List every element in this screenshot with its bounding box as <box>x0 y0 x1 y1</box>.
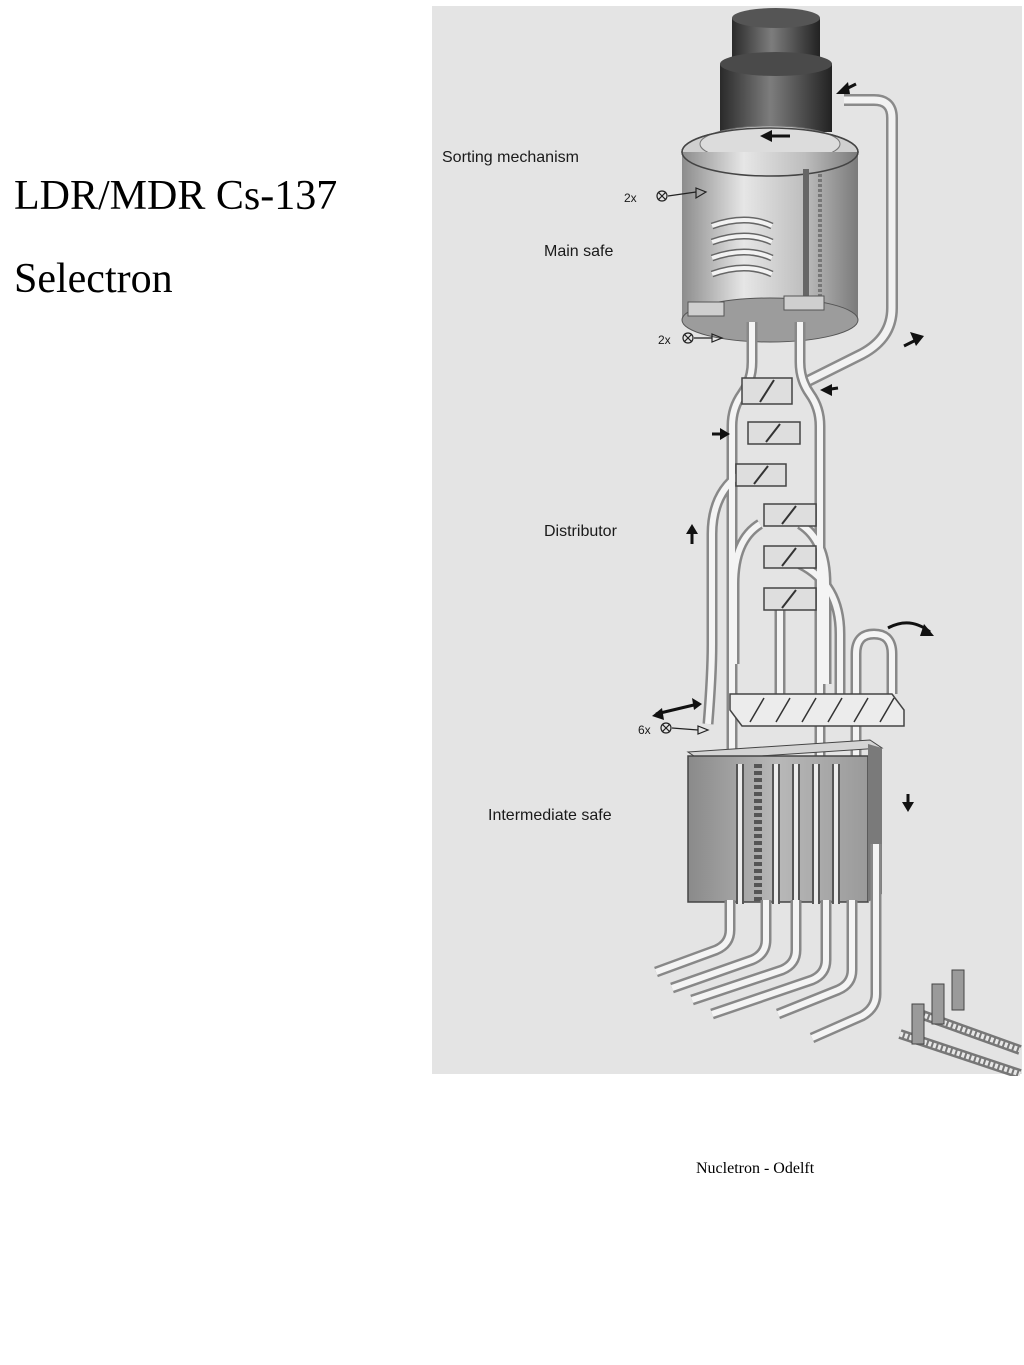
distributor-tubes <box>702 322 898 824</box>
label-sorting-mechanism: Sorting mechanism <box>442 149 579 166</box>
count-intermediate-valves: 6x <box>638 723 651 737</box>
slide-title-line-1: LDR/MDR Cs-137 <box>14 173 338 219</box>
image-credit: Nucletron - Odelft <box>696 1160 815 1177</box>
intermediate-safe <box>686 739 884 904</box>
count-main-safe-valves: 2x <box>658 333 671 347</box>
label-intermediate-safe: Intermediate safe <box>488 807 612 824</box>
output-tubes <box>654 844 882 1044</box>
label-main-safe: Main safe <box>544 243 613 260</box>
switching-block <box>729 693 905 727</box>
selectron-diagram: Sorting mechanism Main safe Distributor … <box>432 6 1022 1076</box>
connector-assembly <box>898 969 1022 1076</box>
distributor-valves <box>735 377 817 611</box>
label-distributor: Distributor <box>544 523 618 540</box>
main-safe <box>681 127 859 343</box>
slide-title-line-2: Selectron <box>14 256 173 302</box>
motion-arrows <box>652 82 934 812</box>
count-sorting-valves: 2x <box>624 191 637 205</box>
valve-symbols <box>656 187 724 735</box>
